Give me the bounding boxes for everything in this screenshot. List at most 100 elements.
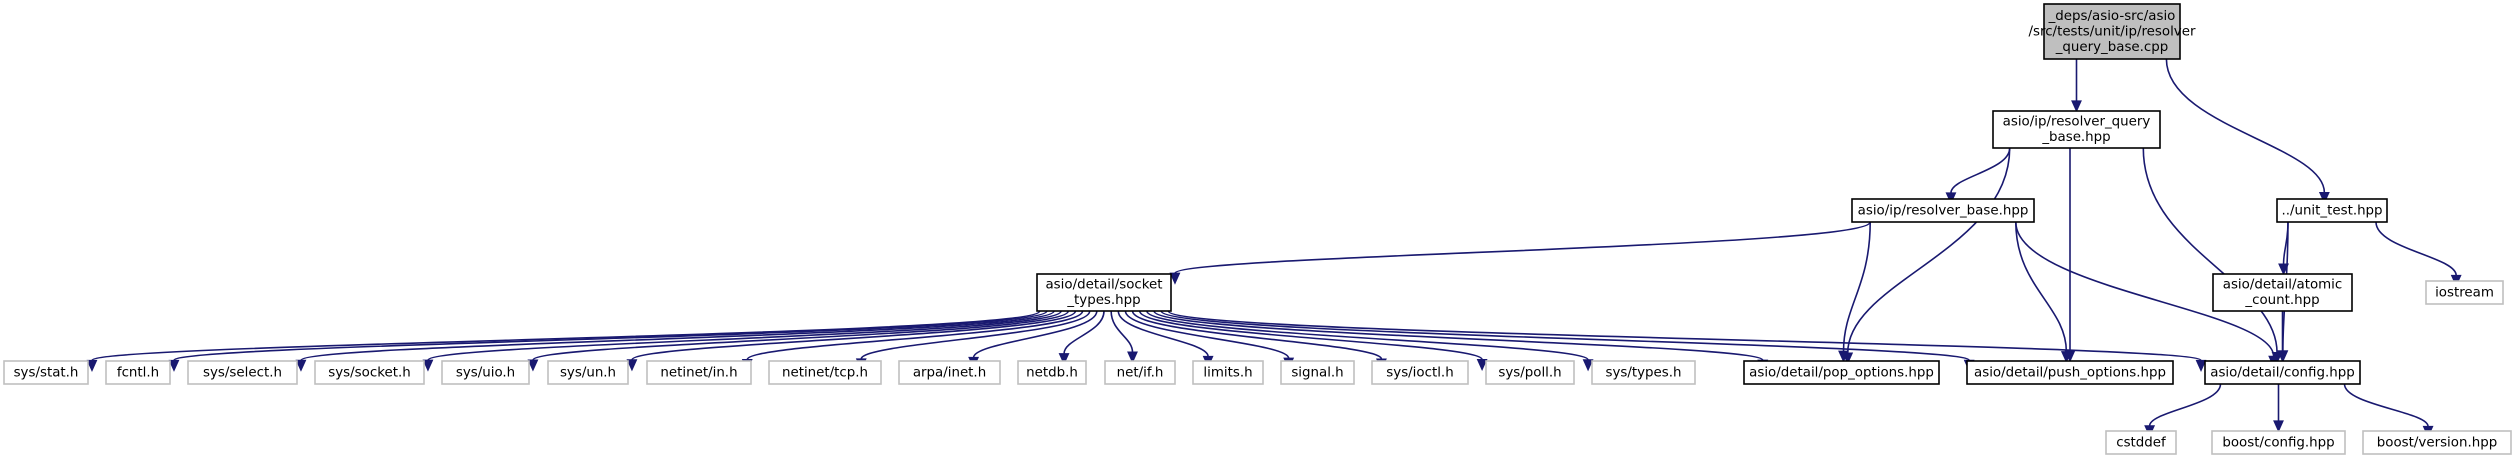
node-label: boost/version.hpp [2377, 435, 2497, 450]
arrowhead-socket_types-to-sys_uio [527, 359, 539, 372]
node-signal: signal.h [1280, 360, 1355, 385]
node-box [187, 360, 298, 385]
node-box [1851, 198, 2035, 223]
arrowhead-resolver_base-to-socket_types [1169, 272, 1181, 285]
node-box [1036, 273, 1172, 312]
node-label: asio/detail/push_options.hpp [1974, 365, 2166, 380]
arrowhead-socket_types-to-sys_socket [422, 359, 434, 372]
edge-socket_types-to-sys_socket [427, 310, 1062, 361]
edge-socket_types-to-sys_uio [532, 310, 1070, 361]
edge-root-to-unit_test [2165, 58, 2326, 193]
edge-socket_types-to-netdb [1063, 310, 1105, 354]
node-box [768, 360, 882, 385]
node-box [2204, 360, 2361, 385]
edge-config-to-boost_version [2343, 383, 2429, 427]
node-box [2212, 273, 2353, 312]
node-label: boost/config.hpp [2222, 435, 2334, 450]
arrowhead-socket_types-to-netdb [1058, 353, 1070, 366]
node-box [1743, 360, 1940, 385]
node-config[interactable]: asio/detail/config.hpp [2204, 360, 2361, 385]
edge-socket_types-to-netinet_in [746, 310, 1084, 361]
edge-socket_types-to-pop_options [1153, 310, 1764, 361]
node-label: netinet/tcp.h [782, 365, 868, 380]
node-label: asio/detail/atomic [2223, 278, 2343, 293]
node-sys-stat: sys/stat.h [3, 360, 89, 385]
node-label: fcntl.h [117, 365, 159, 380]
node-resolver-base[interactable]: asio/ip/resolver_base.hpp [1851, 198, 2035, 223]
node-box [1966, 360, 2174, 385]
node-box [2211, 430, 2346, 455]
arrowhead-atomic_count-to-config [2277, 350, 2288, 363]
node-box [1017, 360, 1087, 385]
node-box [3, 360, 89, 385]
edge-resolver_base-to-socket_types [1174, 221, 1871, 275]
arrowhead-resolver_base-to-pop_options [1838, 350, 1849, 363]
node-box [2043, 3, 2181, 60]
arrowhead-config-to-boost_config [2273, 420, 2284, 433]
node-sys-uio: sys/uio.h [441, 360, 530, 385]
edge-socket_types-to-sys_poll [1138, 310, 1483, 361]
node-sys-types: sys/types.h [1591, 360, 1696, 385]
arrowhead-unit_test-to-atomic_count [2278, 263, 2289, 276]
node-fcntl: fcntl.h [105, 360, 171, 385]
node-socket-types[interactable]: asio/detail/socket_types.hpp [1036, 273, 1172, 312]
node-pop-options[interactable]: asio/detail/pop_options.hpp [1743, 360, 1940, 385]
node-label: sys/poll.h [1498, 365, 1561, 380]
arrowhead-socket_types-to-fcntl [168, 359, 180, 372]
edge-socket_types-to-sys_stat [91, 310, 1041, 362]
node-box [105, 360, 171, 385]
node-label: asio/detail/pop_options.hpp [1749, 365, 1934, 380]
node-label: sys/socket.h [328, 365, 410, 380]
edge-resolver_base-to-pop_options [1842, 221, 1871, 352]
node-sys-select: sys/select.h [187, 360, 298, 385]
node-cstddef: cstddef [2105, 430, 2177, 455]
edge-socket_types-to-net_if [1110, 310, 1134, 353]
node-push-options[interactable]: asio/detail/push_options.hpp [1966, 360, 2174, 385]
arrowhead-resolver_base-to-push_options [2060, 351, 2072, 364]
edge-resolver_base-to-config [2015, 221, 2275, 357]
node-label: netinet/in.h [660, 365, 737, 380]
node-atomic-count[interactable]: asio/detail/atomic_count.hpp [2212, 273, 2353, 312]
node-netinet-in: netinet/in.h [646, 360, 752, 385]
node-limits: limits.h [1192, 360, 1264, 385]
edge-resolver_query_base-to-pop_options [1846, 147, 2011, 354]
node-box [1992, 110, 2161, 149]
edges-layer [86, 58, 2462, 438]
node-label: cstddef [2116, 435, 2166, 450]
node-iostream: iostream [2425, 280, 2504, 305]
edge-resolver_query_base-to-resolver_base [1950, 147, 2011, 194]
node-netinet-tcp: netinet/tcp.h [768, 360, 882, 385]
edge-socket_types-to-sys_select [300, 310, 1055, 362]
arrowhead-socket_types-to-sys_un [626, 359, 638, 372]
node-label: ../unit_test.hpp [2281, 203, 2382, 218]
node-boost-version: boost/version.hpp [2362, 430, 2512, 455]
edge-socket_types-to-arpa_inet [972, 310, 1098, 358]
node-label: limits.h [1203, 365, 1252, 380]
node-label: _base.hpp [2041, 130, 2110, 145]
arrowhead-socket_types-to-config [2195, 359, 2207, 372]
nodes-layer: _deps/asio-src/asio/src/tests/unit/ip/re… [3, 3, 2512, 455]
node-sys-socket: sys/socket.h [314, 360, 425, 385]
node-label: asio/detail/config.hpp [2210, 365, 2354, 380]
node-resolver-query-base[interactable]: asio/ip/resolver_query_base.hpp [1992, 110, 2161, 149]
node-label: sys/uio.h [456, 365, 515, 380]
arrowhead-socket_types-to-sys_stat [86, 359, 98, 372]
node-label: iostream [2435, 285, 2494, 300]
node-box [1104, 360, 1176, 385]
node-box [441, 360, 530, 385]
edge-socket_types-to-push_options [1160, 310, 1970, 362]
node-box [2425, 280, 2504, 305]
node-label: asio/ip/resolver_base.hpp [1858, 203, 2029, 218]
node-label: sys/ioctl.h [1386, 365, 1453, 380]
node-root[interactable]: _deps/asio-src/asio/src/tests/unit/ip/re… [2029, 3, 2196, 60]
edge-socket_types-to-sys_ioctl [1131, 310, 1383, 360]
node-box [1280, 360, 1355, 385]
edge-socket_types-to-config [1167, 310, 2202, 362]
node-unit-test[interactable]: ../unit_test.hpp [2276, 198, 2388, 223]
node-label: asio/ip/resolver_query [2003, 115, 2151, 130]
node-label: asio/detail/socket [1045, 278, 1162, 293]
node-box [1591, 360, 1696, 385]
edge-socket_types-to-sys_un [631, 310, 1077, 361]
arrowhead-socket_types-to-sys_select [295, 359, 307, 372]
